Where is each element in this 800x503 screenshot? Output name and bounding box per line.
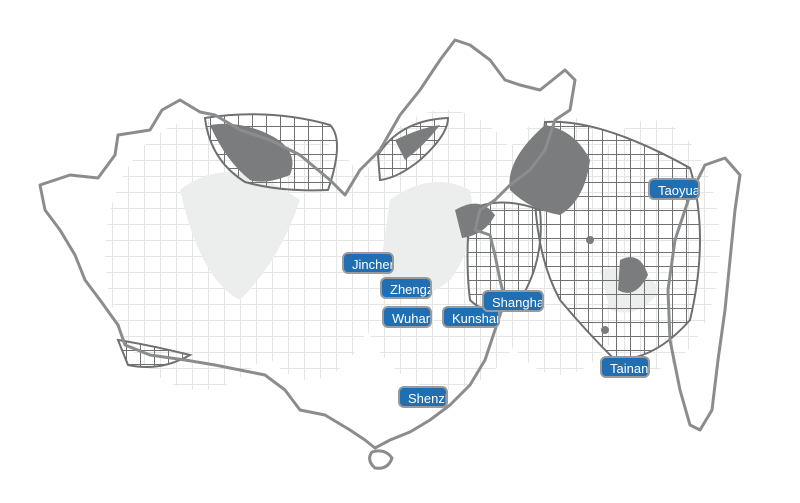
city-label-shenzhen[interactable]: Shenzhen bbox=[398, 386, 448, 408]
city-label-shanghai[interactable]: Shanghai bbox=[482, 290, 544, 312]
coast-details bbox=[465, 190, 609, 334]
city-label-zhengzhou[interactable]: Zhengzhou bbox=[380, 277, 432, 299]
city-label-wuhan[interactable]: Wuhan bbox=[382, 306, 432, 328]
dark-grid-lobes bbox=[116, 113, 701, 368]
country-outline bbox=[38, 38, 742, 470]
city-label-tainan[interactable]: Tainan bbox=[600, 356, 650, 378]
city-label-taoyuan[interactable]: Taoyuan bbox=[648, 178, 700, 200]
city-label-jincheng[interactable]: Jinchen bbox=[342, 252, 394, 274]
